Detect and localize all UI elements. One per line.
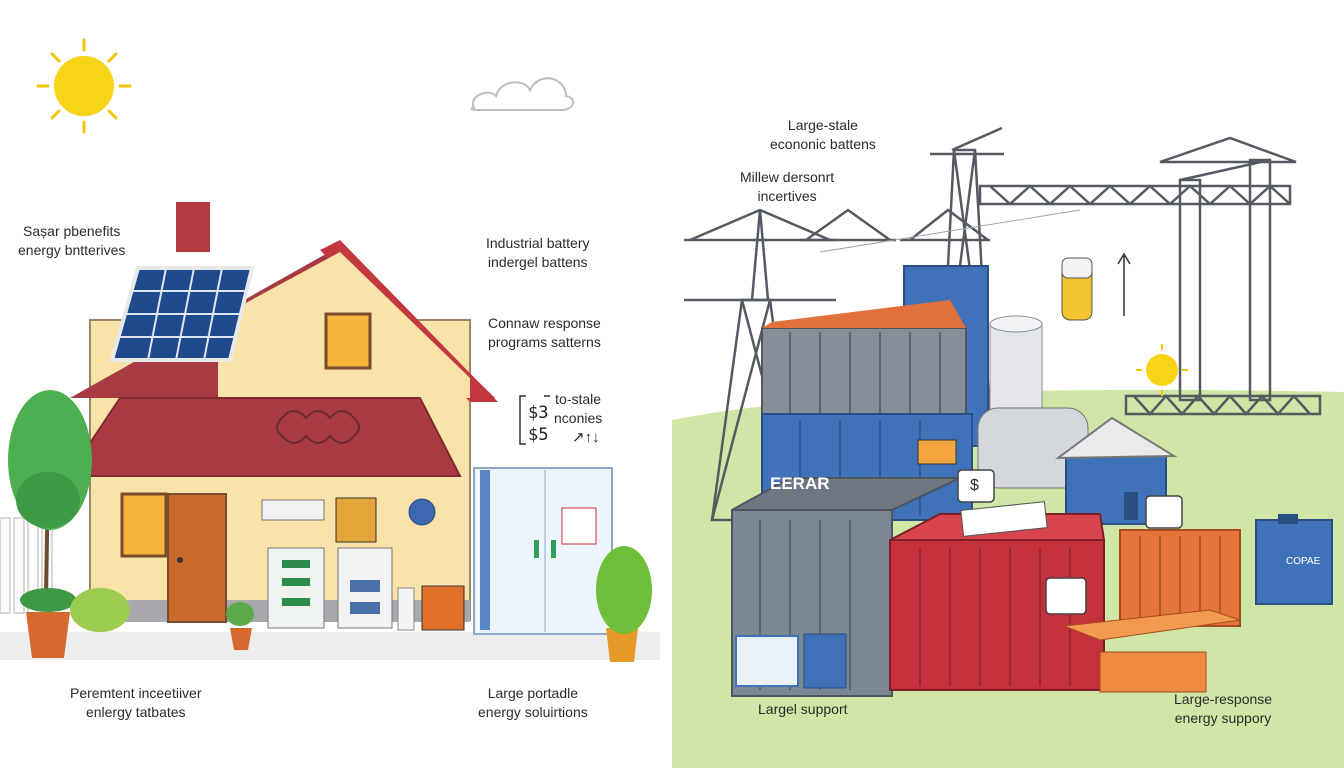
container-gray-bottom: [731, 477, 961, 697]
label-connaw-response-line1: Connaw response: [488, 315, 601, 331]
portable-battery-cabinet: [473, 467, 613, 635]
label-to-stale-line2: nconies: [554, 410, 603, 426]
label-connaw-response: Connaw response programs satterns: [488, 314, 601, 352]
storage-silo: [977, 257, 1093, 489]
label-millew: Millew dersonrt incertives: [740, 168, 834, 206]
label-to-stale: to-stale nconies: [554, 390, 602, 428]
label-large-stale: Large-stale econonic battens: [770, 116, 876, 154]
label-industrial-battery-line1: Industrial battery: [486, 235, 590, 251]
label-large-response: Large-response energy suppory: [1174, 690, 1272, 728]
container-orange: [1063, 529, 1241, 693]
sidewalk: [0, 632, 660, 660]
solar-panel-icon: [109, 266, 255, 362]
label-perementt-line1: Peremtent inceetiiver: [70, 685, 202, 701]
cloud-icon: [470, 77, 575, 111]
label-solar-benefits-line2: energy bntterives: [18, 242, 126, 258]
tree: [8, 390, 92, 601]
label-large-stale-line1: Large-stale: [787, 117, 858, 133]
dollar-tag: $: [970, 477, 979, 494]
label-large-stale-line2: econonic battens: [770, 136, 876, 152]
label-industrial-battery: Industrial battery indergel battens: [486, 234, 590, 272]
label-large-portadle: Large portadle energy soluirtions: [478, 684, 588, 722]
sun-icon: [36, 38, 132, 134]
potted-plant: [20, 546, 652, 662]
container-gray-top: [761, 300, 967, 425]
transmission-towers: [684, 126, 1322, 522]
up-arrow-icon: [1117, 252, 1131, 316]
label-perementt: Peremtent inceetiiver enlergy tatbates: [70, 684, 202, 722]
home-battery-units: [261, 497, 465, 631]
label-to-stale-line1: to-stale: [555, 391, 602, 407]
price-1: $3: [528, 403, 549, 423]
callout-bubbles: [957, 469, 1183, 615]
label-large-portadle-line1: Large portadle: [487, 685, 579, 701]
label-large-response-line2: energy suppory: [1174, 710, 1272, 726]
small-station: [1054, 416, 1178, 525]
label-perementt-line2: enlergy tatbates: [85, 704, 186, 720]
price-bracket: [519, 395, 550, 445]
label-connaw-response-line2: programs satterns: [488, 334, 601, 350]
price-2: $5: [528, 425, 549, 445]
label-millew-line1: Millew dersonrt: [740, 169, 835, 185]
label-solar-benefits: Sașar pbenefits energy bntterives: [18, 222, 125, 260]
device-mark: COPAE: [1286, 556, 1321, 567]
label-larger-support: Largel support: [758, 701, 848, 717]
label-industrial-battery-line2: indergel battens: [487, 254, 588, 270]
container-mark: EERAR: [770, 474, 830, 493]
blue-device: [1255, 514, 1333, 605]
label-large-response-line1: Large-response: [1174, 691, 1273, 707]
label-solar-benefits-line1: Sașar pbenefits: [23, 223, 121, 239]
label-large-portadle-line2: energy soluirtions: [478, 704, 588, 720]
trend-arrows-icon: ↗↑↓: [572, 429, 600, 446]
label-millew-line2: incertives: [757, 188, 817, 204]
sun-small-icon: [1136, 344, 1188, 396]
